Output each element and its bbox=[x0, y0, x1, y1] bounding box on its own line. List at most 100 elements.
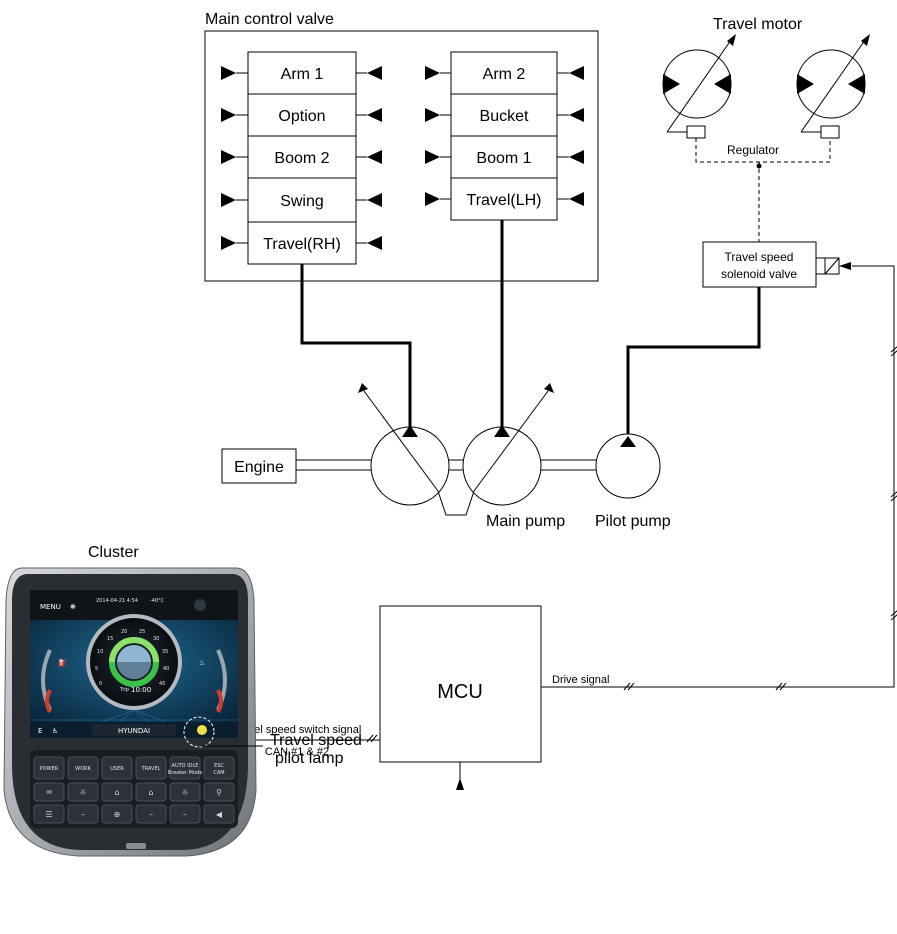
svg-text:☼: ☼ bbox=[181, 788, 188, 797]
valve-spool-option: Option bbox=[221, 93, 382, 137]
mcu-label: MCU bbox=[437, 681, 483, 703]
valve-label: Travel(LH) bbox=[467, 192, 542, 209]
svg-text:⌂: ⌂ bbox=[114, 788, 119, 797]
cluster-title: Cluster bbox=[88, 544, 139, 561]
pilot-pump-label: Pilot pump bbox=[595, 513, 671, 530]
gauge-tick: 35 bbox=[162, 649, 168, 655]
valve-spool-swing: Swing bbox=[221, 177, 382, 223]
engine-label: Engine bbox=[234, 459, 284, 476]
cluster-keys-row1: POWER WORK USER TRAVEL AUTO IDLE Breaker… bbox=[33, 756, 235, 780]
travel-motor-title: Travel motor bbox=[713, 16, 803, 33]
gauge-tick: 45 bbox=[159, 681, 165, 687]
main-pump-label: Main pump bbox=[486, 513, 565, 530]
trip-label: Trip bbox=[119, 687, 129, 693]
svg-text:⚲: ⚲ bbox=[216, 788, 222, 797]
cluster-keys-row3 bbox=[33, 804, 235, 824]
travel-speed-pilot-lamp bbox=[197, 725, 207, 735]
key-power: POWER bbox=[40, 766, 59, 772]
svg-text:–: – bbox=[149, 810, 153, 819]
cluster-mode-e: E bbox=[38, 727, 42, 735]
svg-text:⊕: ⊕ bbox=[114, 810, 121, 819]
key-auto-idle: AUTO IDLE bbox=[172, 763, 199, 769]
drive-signal-arrow bbox=[839, 262, 851, 270]
wire-break-marks bbox=[203, 346, 897, 743]
switch-signal-label: Travel speed switch signal bbox=[233, 724, 362, 736]
travel-motor-right bbox=[796, 34, 870, 139]
valve-spool-arm-2: Arm 2 bbox=[425, 51, 584, 95]
drive-signal-label: Drive signal bbox=[552, 674, 609, 686]
cluster-device: MENU ❋ 2014-04-21 4:54 -40°C ⛽ ♨ 0 5 10 … bbox=[3, 567, 257, 857]
valve-label: Swing bbox=[280, 193, 324, 210]
pilot-pump bbox=[595, 433, 661, 499]
pilot-lamp-label-1: Travel speed bbox=[270, 732, 362, 749]
gauge-tick: 5 bbox=[95, 666, 98, 672]
valve-label: Option bbox=[278, 108, 325, 125]
valve-label: Bucket bbox=[480, 108, 529, 125]
solenoid-label-line1: Travel speed bbox=[725, 250, 794, 264]
main-control-valve-frame bbox=[204, 30, 599, 282]
cluster-datetime: 2014-04-21 4:54 bbox=[96, 598, 138, 604]
cluster-seat-icon: ♿ bbox=[52, 727, 58, 735]
svg-text:⌂: ⌂ bbox=[148, 788, 153, 797]
key-work: WORK bbox=[75, 766, 91, 772]
gauge-tick: 20 bbox=[121, 629, 127, 635]
travel-speed-solenoid-valve: Travel speed solenoid valve bbox=[702, 241, 840, 288]
gauge-tick: 40 bbox=[163, 666, 169, 672]
valve-label: Travel(RH) bbox=[263, 236, 341, 253]
pilot-lamp-label-2: pilot lamp bbox=[275, 750, 344, 767]
regulator-junction bbox=[756, 163, 762, 169]
gauge-tick: 25 bbox=[139, 629, 145, 635]
main-pump-1 bbox=[358, 383, 450, 506]
hydraulic-lines bbox=[300, 220, 761, 438]
valve-label: Arm 2 bbox=[483, 66, 526, 83]
gauge-tick: 0 bbox=[99, 681, 102, 687]
svg-text:☰: ☰ bbox=[45, 810, 52, 819]
valve-label: Arm 1 bbox=[281, 66, 324, 83]
svg-text:–: – bbox=[81, 810, 85, 819]
key-cam: CAM bbox=[213, 770, 224, 776]
svg-text:♒: ♒ bbox=[45, 788, 52, 797]
cluster-temp: -40°C bbox=[150, 598, 165, 604]
regulator-label: Regulator bbox=[727, 143, 779, 157]
solenoid-label-line2: solenoid valve bbox=[721, 267, 797, 281]
can-bus-label: CAN #1 & #2 bbox=[265, 746, 329, 758]
svg-text:◀: ◀ bbox=[216, 810, 223, 819]
svg-text:–: – bbox=[183, 810, 187, 819]
key-travel: TRAVEL bbox=[141, 766, 161, 772]
travel-motor-left bbox=[662, 34, 736, 139]
valve-spool-arm-1: Arm 1 bbox=[221, 51, 382, 95]
gauge-tick: 30 bbox=[153, 636, 159, 642]
key-breaker-mode: Breaker Mode bbox=[168, 770, 203, 776]
key-esc: ESC bbox=[214, 763, 224, 769]
gauge-tick: 10 bbox=[97, 649, 103, 655]
coolant-icon: ♨ bbox=[199, 659, 205, 667]
valve-spool-travel-rh: Travel(RH) bbox=[221, 221, 382, 265]
valve-spool-boom-1: Boom 1 bbox=[425, 135, 584, 179]
gauge-tick: 15 bbox=[107, 636, 113, 642]
cluster-camera-icon bbox=[194, 599, 206, 611]
cluster-keys-row2 bbox=[33, 782, 235, 802]
valve-label: Boom 2 bbox=[274, 150, 329, 167]
main-pump-2 bbox=[462, 383, 554, 506]
cluster-brand: HYUNDAI bbox=[118, 727, 150, 735]
valve-spool-travel-lh: Travel(LH) bbox=[425, 177, 584, 221]
valve-label: Boom 1 bbox=[476, 150, 531, 167]
cluster-key-glyphs: ♒ ☼ ⌂ ⌂ ☼ ⚲ ☰ – ⊕ – – ◀ bbox=[45, 788, 223, 819]
mcu-box: MCU bbox=[379, 605, 542, 763]
cluster-menu-text: MENU bbox=[40, 603, 61, 611]
drive-signal-wire bbox=[541, 265, 895, 688]
engine-box: Engine bbox=[221, 448, 297, 484]
valve-spool-bucket: Bucket bbox=[425, 93, 584, 137]
drive-shafts bbox=[296, 459, 596, 471]
fuel-icon: ⛽ bbox=[58, 658, 67, 667]
key-user: USER bbox=[110, 766, 124, 772]
pump-swash-link bbox=[437, 490, 475, 516]
switch-signal-arrow bbox=[456, 778, 464, 790]
pilot-lamp-highlight bbox=[183, 716, 215, 748]
valve-spool-boom-2: Boom 2 bbox=[221, 135, 382, 179]
trip-time: 10:00 bbox=[131, 686, 151, 694]
main-control-valve-title: Main control valve bbox=[205, 11, 334, 28]
cluster-fan-icon: ❋ bbox=[70, 603, 76, 611]
svg-text:☼: ☼ bbox=[79, 788, 86, 797]
